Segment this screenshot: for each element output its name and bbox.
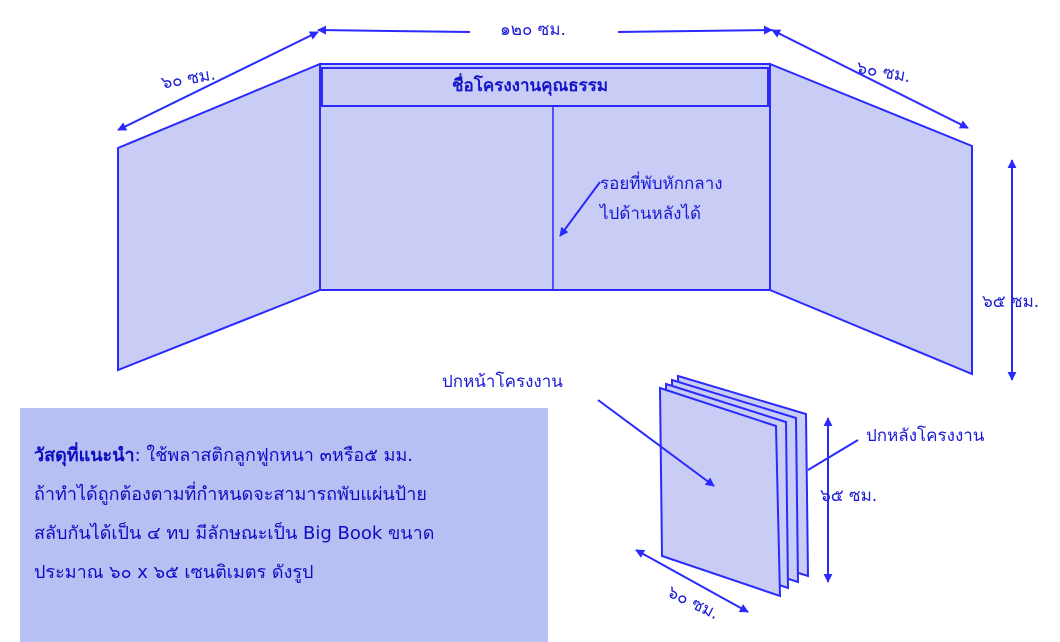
note-line-1: วัสดุที่แนะนำ: ใช้พลาสติกลูกฟูกหนา ๓หรือ… bbox=[34, 436, 548, 475]
back-cover-leader bbox=[807, 439, 859, 471]
note-line-4: ประมาณ ๖๐ x ๖๕ เซนติเมตร ดังรูป bbox=[34, 562, 314, 583]
book-height-label: ๖๕ ซม. bbox=[820, 486, 878, 506]
height-label: ๖๕ ซม. bbox=[982, 292, 1040, 312]
center-width-arrow-left bbox=[317, 25, 471, 35]
fold-note-line1: รอยที่พับหักกลาง bbox=[600, 174, 723, 194]
material-note: วัสดุที่แนะนำ: ใช้พลาสติกลูกฟูกหนา ๓หรือ… bbox=[20, 408, 548, 642]
note-heading: วัสดุที่แนะนำ bbox=[34, 445, 135, 466]
panel-title: ชื่อโครงงานคุณธรรม bbox=[452, 76, 609, 96]
right-panel bbox=[769, 62, 973, 376]
left-width-arrow bbox=[117, 31, 319, 131]
note-line-3: สลับกันได้เป็น ๔ ทบ มีลักษณะเป็น Big Boo… bbox=[34, 523, 435, 544]
note-line-1-text: : ใช้พลาสติกลูกฟูกหนา ๓หรือ๕ มม. bbox=[134, 445, 414, 466]
fold-note-line2: ไปด้านหลังได้ bbox=[600, 204, 702, 224]
center-width-arrow-right bbox=[617, 25, 773, 35]
front-cover-arrow bbox=[597, 399, 715, 487]
front-cover-label: ปกหน้าโครงงาน bbox=[442, 372, 563, 392]
center-width-label: ๑๒๐ ซม. bbox=[500, 20, 566, 40]
title-strip bbox=[321, 67, 769, 107]
back-cover-label: ปกหลังโครงงาน bbox=[866, 426, 985, 446]
book-front-cover bbox=[658, 386, 782, 598]
right-width-arrow bbox=[771, 29, 969, 129]
note-line-2: ถ้าทำได้ถูกต้องตามที่กำหนดจะสามารถพับแผ่… bbox=[34, 484, 427, 505]
book-width-arrow bbox=[635, 549, 749, 613]
fold-note-arrow bbox=[559, 181, 601, 237]
left-panel bbox=[117, 62, 321, 372]
